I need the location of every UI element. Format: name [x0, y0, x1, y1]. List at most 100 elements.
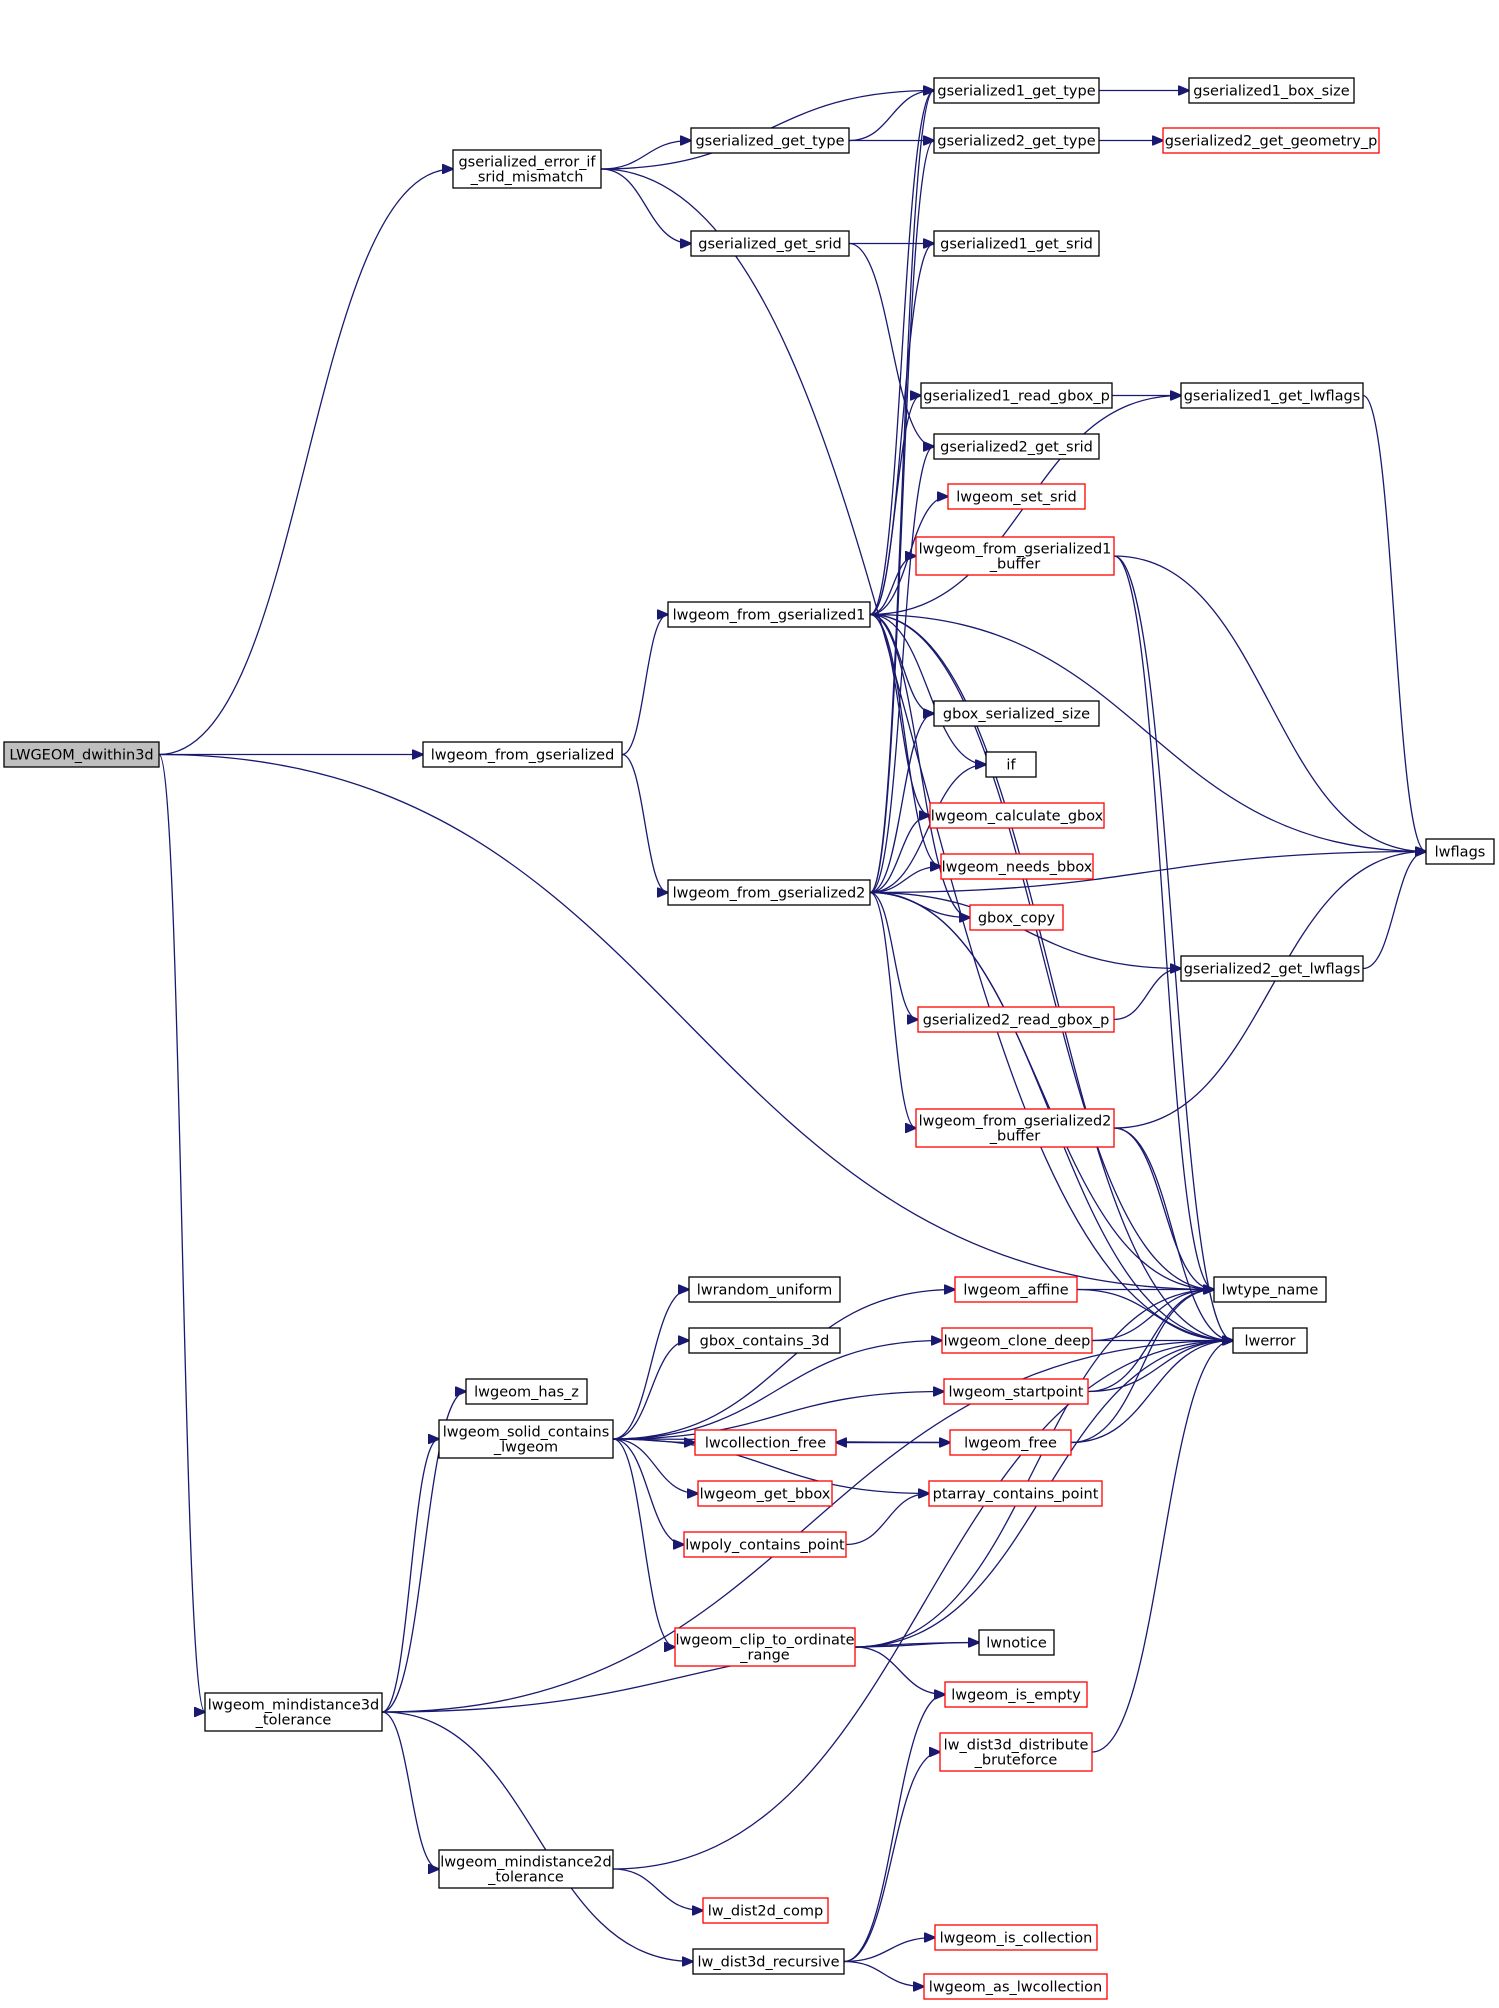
edge-lw_solid-to-ptarr_contains — [612, 1438, 929, 1494]
node-lw_from_gs2[interactable]: lwgeom_from_gserialized2 — [667, 879, 871, 906]
edge-lw_from_gs1-to-lw_calc_gbox — [869, 613, 930, 816]
edge-lw_from_gs1-to-gs1_get_type — [869, 91, 934, 616]
node-box — [1425, 838, 1495, 865]
node-gbox_ser_size[interactable]: gbox_serialized_size — [933, 700, 1100, 727]
node-gs1_lwflags[interactable]: gserialized1_get_lwflags — [1180, 382, 1364, 409]
node-lwnotice[interactable]: lwnotice — [978, 1629, 1055, 1656]
node-label: lwerror — [1245, 1334, 1296, 1350]
node-mind2d[interactable]: lwgeom_mindistance2d_tolerance — [438, 1849, 614, 1889]
node-box — [933, 230, 1100, 257]
edge-lw_from_gs2-to-lw_calc_gbox — [869, 816, 930, 894]
node-gs2_get_srid[interactable]: gserialized2_get_srid — [933, 433, 1100, 460]
node-box — [438, 1419, 614, 1459]
node-label: lwgeom_startpoint — [948, 1385, 1083, 1401]
edge-lw_from_gs2_buf-to-lwerror — [1113, 1127, 1233, 1341]
edge-gs_err-to-gs_get_srid — [600, 168, 691, 244]
node-gbox_contains3d[interactable]: gbox_contains_3d — [688, 1327, 841, 1354]
node-lw_from_gs1[interactable]: lwgeom_from_gserialized1 — [667, 601, 871, 628]
node-label: lwgeom_from_gserialized2 — [919, 1114, 1112, 1130]
node-if_node[interactable]: if — [985, 751, 1037, 778]
node-label: gserialized1_get_lwflags — [1184, 389, 1361, 405]
node-lw_clone_deep[interactable]: lwgeom_clone_deep — [941, 1327, 1093, 1354]
node-label: if — [1006, 758, 1016, 774]
node-box — [697, 1480, 833, 1507]
node-label: lwgeom_from_gserialized1 — [919, 542, 1112, 558]
node-lw_set_srid[interactable]: lwgeom_set_srid — [947, 483, 1086, 510]
node-label: lwgeom_solid_contains — [443, 1425, 610, 1441]
edge-lw_from_gs1-to-lwflags — [869, 613, 1426, 852]
node-lwtype_name[interactable]: lwtype_name — [1213, 1276, 1327, 1303]
node-gs2_geom_p[interactable]: gserialized2_get_geometry_p — [1162, 127, 1380, 154]
node-lw_dist3d_brute[interactable]: lw_dist3d_distribute_bruteforce — [939, 1732, 1093, 1772]
node-label: lwgeom_as_lwcollection — [929, 1980, 1102, 1996]
node-box — [920, 382, 1113, 409]
node-lw_is_empty[interactable]: lwgeom_is_empty — [944, 1681, 1088, 1708]
edge-lw_from_gs2-to-lw_needs_bbox — [869, 867, 941, 894]
node-lw_startpoint[interactable]: lwgeom_startpoint — [943, 1378, 1089, 1405]
node-gs_get_type[interactable]: gserialized_get_type — [690, 127, 850, 154]
node-box — [933, 700, 1100, 727]
node-lwflags[interactable]: lwflags — [1425, 838, 1495, 865]
node-lwpoly_contains[interactable]: lwpoly_contains_point — [683, 1531, 847, 1558]
node-lwerror[interactable]: lwerror — [1232, 1327, 1308, 1354]
edge-lw_solid-to-gbox_contains3d — [612, 1341, 689, 1440]
node-lw_from_gs2_buf[interactable]: lwgeom_from_gserialized2_buffer — [915, 1108, 1115, 1148]
node-lw_affine[interactable]: lwgeom_affine — [954, 1276, 1078, 1303]
edge-mind3d-to-mind2d — [381, 1711, 439, 1869]
node-lwrandom[interactable]: lwrandom_uniform — [688, 1276, 841, 1303]
node-lw_from_gs[interactable]: lwgeom_from_gserialized — [422, 741, 623, 768]
node-lw_as_coll[interactable]: lwgeom_as_lwcollection — [923, 1973, 1108, 2000]
node-gs2_get_type[interactable]: gserialized2_get_type — [933, 127, 1100, 154]
node-lwcoll_free[interactable]: lwcollection_free — [694, 1429, 837, 1456]
edge-lw_from_gs2-to-gs1_get_type — [869, 91, 934, 894]
node-lw_has_z[interactable]: lwgeom_has_z — [465, 1378, 588, 1405]
node-box — [933, 77, 1100, 104]
node-box — [683, 1531, 847, 1558]
node-gs1_get_srid[interactable]: gserialized1_get_srid — [933, 230, 1100, 257]
node-lw_needs_bbox[interactable]: lwgeom_needs_bbox — [940, 853, 1094, 880]
node-lw_free[interactable]: lwgeom_free — [949, 1429, 1072, 1456]
node-lw_solid[interactable]: lwgeom_solid_contains_lwgeom — [438, 1419, 614, 1459]
node-gs2_read_gbox[interactable]: gserialized2_read_gbox_p — [917, 1006, 1115, 1033]
edge-lw_from_gs1-to-lwtype_name — [869, 613, 1214, 1290]
edge-gs_err-to-lwerror — [600, 168, 1233, 1341]
node-lw_dist3d_rec[interactable]: lw_dist3d_recursive — [692, 1948, 845, 1975]
nodes-layer: LWGEOM_dwithin3d gserialized_error_if_sri… — [3, 77, 1495, 2000]
node-box — [694, 1429, 837, 1456]
node-gs_get_srid[interactable]: gserialized_get_srid — [690, 230, 850, 257]
edge-lw_clip-to-lw_is_empty — [854, 1646, 945, 1695]
node-lw_from_gs1_buf[interactable]: lwgeom_from_gserialized1_buffer — [915, 536, 1115, 576]
node-box — [702, 1897, 829, 1924]
node-gs1_get_type[interactable]: gserialized1_get_type — [933, 77, 1100, 104]
edge-mind3d-to-lw_dist3d_rec — [381, 1711, 693, 1962]
node-box — [438, 1849, 614, 1889]
edge-gs2_lwflags-to-lwflags — [1362, 852, 1426, 970]
node-box — [915, 536, 1115, 576]
node-root[interactable]: LWGEOM_dwithin3d — [3, 741, 160, 768]
node-lw_get_bbox[interactable]: lwgeom_get_bbox — [697, 1480, 833, 1507]
edge-gs_err-to-gs_get_type — [600, 141, 691, 170]
node-gs_err[interactable]: gserialized_error_if_srid_mismatch — [452, 149, 602, 189]
node-label: lwgeom_clip_to_ordinate — [675, 1633, 854, 1649]
node-label: gserialized_get_type — [695, 134, 844, 150]
node-label: _bruteforce — [974, 1753, 1058, 1769]
node-lw_calc_gbox[interactable]: lwgeom_calculate_gbox — [929, 802, 1105, 829]
edge-lwpoly_contains-to-ptarr_contains — [845, 1494, 929, 1546]
node-mind3d[interactable]: lwgeom_mindistance3d_tolerance — [204, 1692, 383, 1732]
node-lw_is_coll[interactable]: lwgeom_is_collection — [934, 1924, 1098, 1951]
edge-lw_free-to-lwerror — [1070, 1341, 1233, 1444]
node-box — [465, 1378, 588, 1405]
node-box — [954, 1276, 1078, 1303]
node-box — [674, 1627, 856, 1667]
node-lw_clip[interactable]: lwgeom_clip_to_ordinate_range — [674, 1627, 856, 1667]
node-gs1_read_gbox[interactable]: gserialized1_read_gbox_p — [920, 382, 1113, 409]
node-label: gserialized_error_if — [458, 155, 596, 171]
node-gs1_box_size[interactable]: gserialized1_box_size — [1188, 77, 1355, 104]
edge-lw_from_gs1-to-lw_needs_bbox — [869, 613, 941, 867]
node-box — [939, 1732, 1093, 1772]
node-ptarr_contains[interactable]: ptarray_contains_point — [928, 1480, 1103, 1507]
node-lw_dist2d_comp[interactable]: lw_dist2d_comp — [702, 1897, 829, 1924]
node-gbox_copy[interactable]: gbox_copy — [969, 904, 1064, 931]
edge-lw_from_gs2_buf-to-lwflags — [1113, 852, 1426, 1129]
node-gs2_lwflags[interactable]: gserialized2_get_lwflags — [1180, 955, 1364, 982]
